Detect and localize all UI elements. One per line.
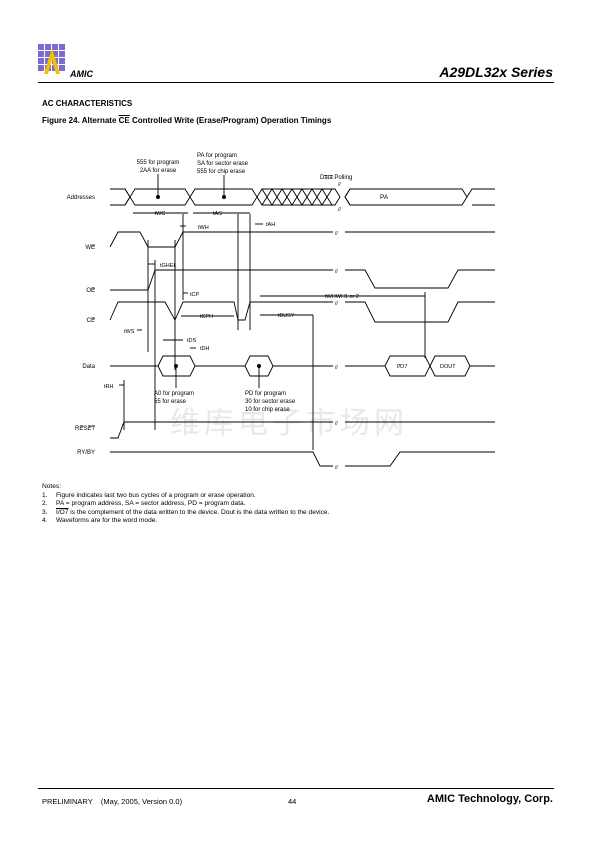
data-note-1-line-1: A0 for program xyxy=(154,391,194,397)
timing-twc: tWC xyxy=(155,211,166,217)
section-title: AC CHARACTERISTICS xyxy=(42,99,133,108)
data-polling-label: Data Polling xyxy=(320,175,352,181)
addr-break-bottom: // xyxy=(338,207,341,213)
signal-data: Data xyxy=(82,364,95,370)
signal-ryby: RY/BY xyxy=(77,450,95,456)
ce-break: // xyxy=(335,301,338,307)
note-item: 4.Waveforms are for the word mode. xyxy=(42,517,158,525)
signal-reset: RESET xyxy=(75,426,95,432)
address-pa: PA xyxy=(380,194,389,201)
timing-diagram: 555 for program 2AA for erase PA for pro… xyxy=(67,153,495,471)
ryby-break: // xyxy=(335,465,338,471)
notes: Notes: 1.Figure indicates last two bus c… xyxy=(42,483,329,526)
addr-break-top: // xyxy=(338,182,341,188)
signal-addresses: Addresses xyxy=(67,195,95,201)
note-item: 3.I/O7 is the complement of the data wri… xyxy=(42,508,330,516)
we-break: // xyxy=(335,231,338,237)
data-note-2-line-2: 30 for sector erase xyxy=(245,399,296,405)
timing-tghel: tGHEL xyxy=(160,263,177,269)
page-number: 44 xyxy=(288,797,297,806)
timing-tbusy: tBUSY xyxy=(278,313,295,319)
oe-break: // xyxy=(335,269,338,275)
data-note-1-line-2: 55 for erase xyxy=(154,399,187,405)
data-note-2-line-1: PD for program xyxy=(245,391,286,397)
addr-note-2-line-2: SA for sector erase xyxy=(197,161,249,167)
timing-twh: tWH xyxy=(198,225,209,231)
amic-logo xyxy=(38,44,66,74)
brand-name: AMIC xyxy=(70,69,93,79)
timing-tcp: tCP xyxy=(190,292,200,298)
reset-break: // xyxy=(335,421,338,427)
addr-note-1-line-2: 2AA for erase xyxy=(140,168,177,174)
timing-tws: tWS xyxy=(124,329,135,335)
footer-rule xyxy=(38,788,554,789)
header-rule xyxy=(38,82,554,83)
data-dout: DOUT xyxy=(440,364,456,370)
addr-note-2-line-1: PA for program xyxy=(197,153,237,159)
timing-twhwh: tWHWH1 or 2 xyxy=(325,294,359,300)
note-item: 1.Figure indicates last two bus cycles o… xyxy=(42,491,256,499)
data-note-2-line-3: 10 for chip erase xyxy=(245,407,290,413)
signal-ce: CE xyxy=(87,318,95,324)
series-title: A29DL32x Series xyxy=(439,64,553,80)
timing-trh: tRH xyxy=(104,384,114,390)
timing-tdh: tDH xyxy=(200,346,210,352)
data-io7: I/O7 xyxy=(397,364,407,370)
figure-title: Figure 24. Alternate CE Controlled Write… xyxy=(42,116,332,125)
footer-status: PRELIMINARY (May, 2005, Version 0.0) xyxy=(42,797,183,806)
notes-heading: Notes: xyxy=(42,483,62,490)
signal-oe: OE xyxy=(86,288,95,294)
signal-we: WE xyxy=(85,245,95,251)
data-break: // xyxy=(335,365,338,371)
addr-note-1-line-1: 555 for program xyxy=(137,160,180,166)
note-item: 2.PA = program address, SA = sector addr… xyxy=(42,500,246,508)
timing-tds: tDS xyxy=(187,338,197,344)
footer-company: AMIC Technology, Corp. xyxy=(426,793,553,805)
watermark: 维库电子市场网 xyxy=(170,406,408,441)
addr-note-2-line-3: 555 for chip erase xyxy=(197,169,246,175)
timing-tcph: tCPH xyxy=(200,314,213,320)
timing-tas: tAS xyxy=(213,211,222,217)
timing-tah: tAH xyxy=(266,222,275,228)
